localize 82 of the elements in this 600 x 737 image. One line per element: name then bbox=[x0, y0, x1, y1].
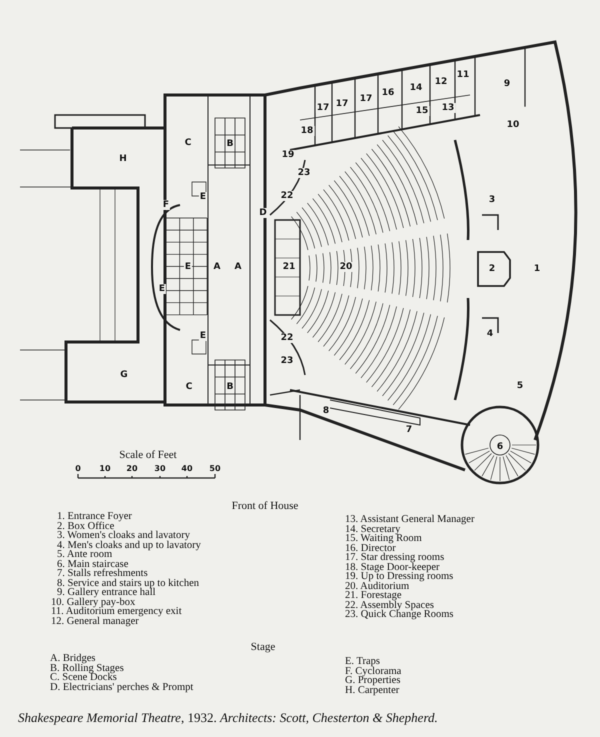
room-callout: F bbox=[162, 200, 170, 210]
room-callout: 8 bbox=[322, 406, 330, 416]
key-entry: 16. Director bbox=[345, 544, 396, 554]
key-entry: H. Carpenter bbox=[345, 686, 400, 696]
section-heading: Stage bbox=[250, 641, 276, 653]
key-entry: C. Scene Docks bbox=[50, 673, 117, 684]
room-callout: 17 bbox=[358, 94, 374, 104]
room-callout: A bbox=[212, 262, 222, 272]
room-callout: 22 bbox=[280, 333, 294, 343]
key-entry: 22. Assembly Spaces bbox=[345, 600, 434, 610]
room-callout: 5 bbox=[516, 381, 524, 391]
key-entry: 3. Women's cloaks and lavatory bbox=[57, 531, 190, 541]
key-entry: 5. Ante room bbox=[57, 550, 112, 560]
key-entry: 6. Main staircase bbox=[57, 560, 128, 570]
room-callout: 18 bbox=[300, 126, 314, 136]
room-callout: 23 bbox=[280, 356, 294, 366]
room-callout: 1 bbox=[532, 264, 542, 274]
scale-number: 40 bbox=[181, 464, 193, 473]
room-callout: 2 bbox=[488, 264, 496, 274]
key-entry: 21. Forestage bbox=[345, 591, 402, 601]
room-callout: 12 bbox=[434, 77, 448, 87]
scale-number: 50 bbox=[209, 464, 221, 473]
key-entry: 19. Up to Dressing rooms bbox=[345, 572, 454, 582]
room-callout: 3 bbox=[488, 195, 496, 205]
room-callout: C bbox=[184, 382, 194, 392]
room-callout: E bbox=[158, 284, 166, 294]
key-entry: 14. Secretary bbox=[345, 524, 400, 534]
key-entry: 12. General manager bbox=[51, 616, 139, 626]
key-entry: 13. Assistant General Manager bbox=[345, 515, 474, 525]
caption: Shakespeare Memorial Theatre, 1932. Architects: Scott, Chesterton & Shepherd. bbox=[18, 710, 438, 726]
room-callout: 15 bbox=[414, 106, 430, 116]
room-callout: E bbox=[198, 192, 208, 202]
room-callout: A bbox=[234, 262, 242, 272]
room-callout: H bbox=[118, 154, 128, 164]
room-callout: 16 bbox=[380, 88, 396, 98]
room-callout: 22 bbox=[280, 191, 294, 201]
room-callout: B bbox=[226, 139, 234, 149]
room-callout: 20 bbox=[338, 262, 354, 272]
room-callout: B bbox=[226, 382, 234, 392]
room-callout: 14 bbox=[408, 83, 424, 93]
key-entry: 20. Auditorium bbox=[345, 582, 410, 592]
room-callout: 11 bbox=[456, 70, 470, 80]
room-callout: G bbox=[119, 370, 129, 380]
room-callout: E bbox=[198, 331, 208, 341]
scale-number: 30 bbox=[154, 464, 166, 473]
room-callout: E bbox=[184, 262, 192, 272]
key-entry: 17. Star dressing rooms bbox=[345, 553, 444, 563]
key-entry: F. Cyclorama bbox=[345, 666, 402, 677]
key-entry: B. Rolling Stages bbox=[50, 664, 124, 674]
room-callout: 23 bbox=[296, 168, 312, 178]
scale-number: 20 bbox=[126, 464, 138, 473]
key-entry: A. Bridges bbox=[50, 654, 96, 664]
key-entry: 18. Stage Door-keeper bbox=[345, 562, 440, 572]
scale-number: 10 bbox=[99, 464, 111, 473]
key-entry: 9. Gallery entrance hall bbox=[57, 588, 156, 598]
key-entry: D. Electricians' perches & Prompt bbox=[50, 682, 194, 693]
key-entry: 4. Men's cloaks and up to lavatory bbox=[57, 540, 201, 550]
key-entry: 15. Waiting Room bbox=[345, 534, 422, 544]
room-callout: 9 bbox=[502, 79, 512, 89]
room-callout: D bbox=[258, 208, 268, 218]
room-callout: 6 bbox=[496, 442, 504, 452]
room-callout: 17 bbox=[316, 103, 330, 113]
key-entry: 10. Gallery pay-box bbox=[51, 598, 136, 608]
scale-number: 0 bbox=[75, 464, 81, 473]
room-callout: 17 bbox=[334, 99, 350, 109]
room-callout: 19 bbox=[280, 150, 296, 160]
key-entry: 1. Entrance Foyer bbox=[57, 512, 132, 522]
room-callout: C bbox=[184, 138, 192, 148]
key-entry: G. Properties bbox=[345, 676, 400, 686]
section-heading: Front of House bbox=[232, 500, 298, 512]
key-entry: 8. Service and stairs up to kitchen bbox=[57, 578, 200, 588]
room-callout: 21 bbox=[282, 262, 296, 272]
room-callout: 7 bbox=[404, 425, 414, 435]
key-entry: 2. Box Office bbox=[57, 522, 114, 532]
key-entry: 7. Stalls refreshments bbox=[57, 569, 148, 579]
key-entry: 11. Auditorium emergency exit bbox=[51, 607, 182, 617]
room-callout: 13 bbox=[440, 103, 456, 113]
key-entry: E. Traps bbox=[345, 657, 380, 667]
scale-title: Scale of Feet bbox=[119, 449, 177, 461]
key-entry: 23. Quick Change Rooms bbox=[345, 610, 454, 620]
room-callout: 10 bbox=[506, 120, 520, 130]
room-callout: 4 bbox=[486, 329, 494, 339]
